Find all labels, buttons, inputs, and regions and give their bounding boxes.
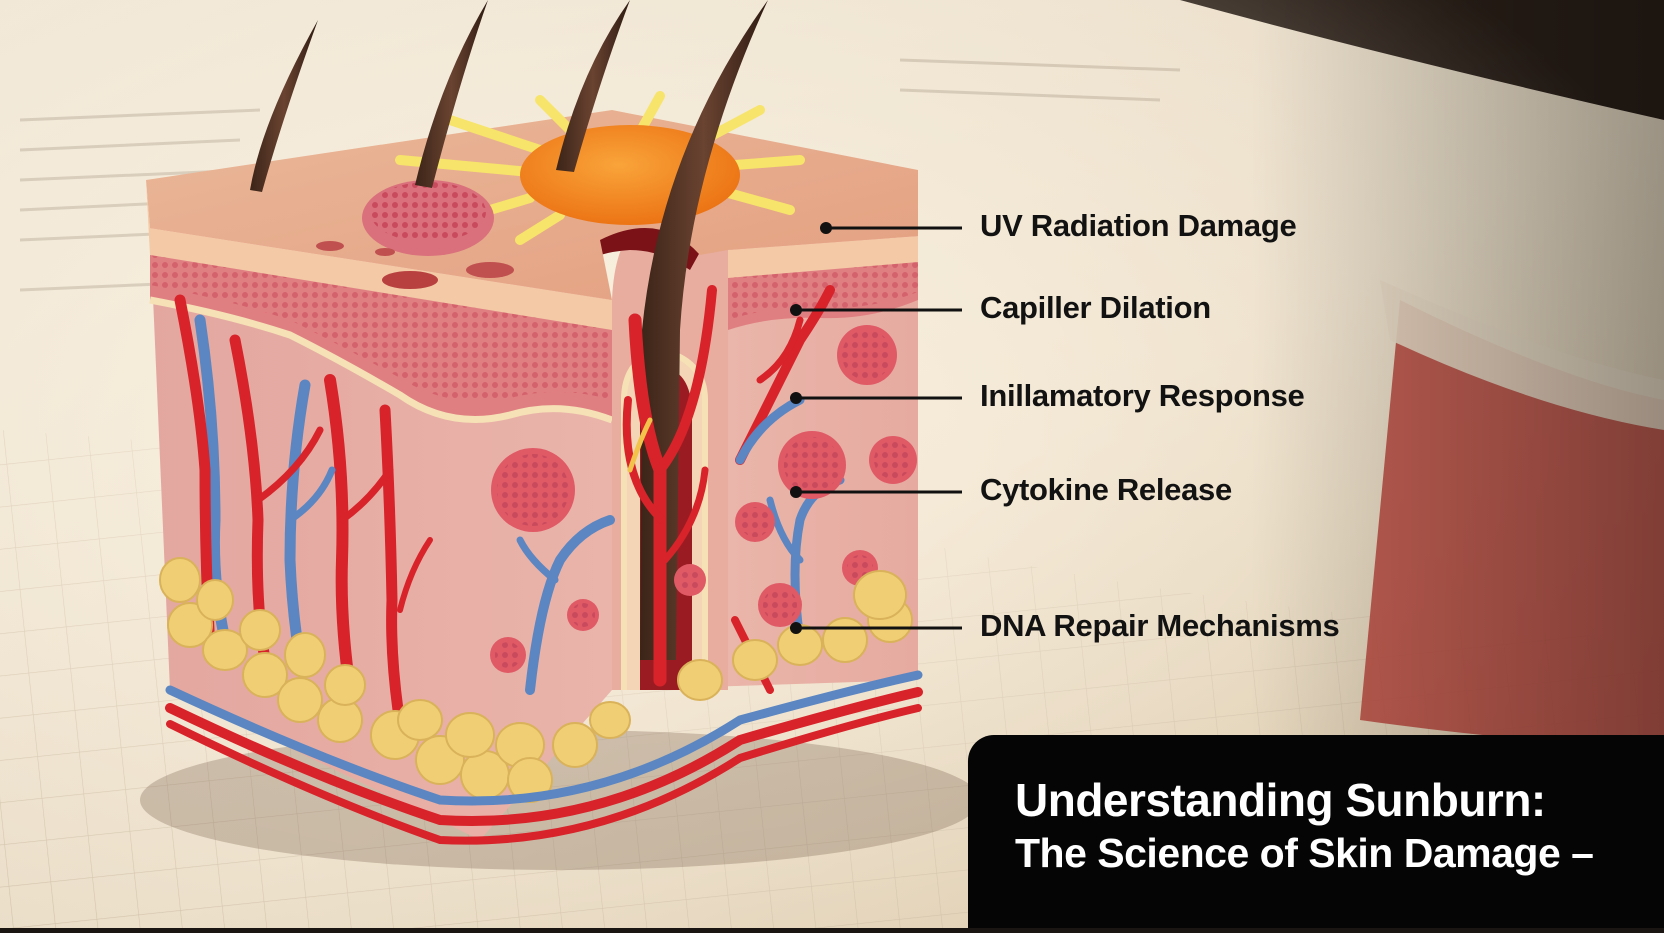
basement-membrane-left — [149, 296, 614, 424]
title-panel: Understanding Sunburn: The Science of Sk… — [968, 735, 1664, 928]
label-text: UV Radiation Damage — [980, 208, 1297, 243]
blood-vessels-follicle — [622, 285, 717, 687]
pore-cluster — [316, 180, 514, 289]
label-dna-repair-mechanisms: DNA Repair Mechanisms — [966, 608, 1340, 644]
label-text: DNA Repair Mechanisms — [980, 608, 1340, 643]
label-text: Inillamatory Response — [980, 378, 1305, 413]
label-text: Capiller Dilation — [980, 290, 1211, 325]
label-capillary-dilation: Capiller Dilation — [966, 290, 1211, 326]
label-cytokine-release: Cytokine Release — [966, 472, 1232, 508]
label-inflammatory-response: Inillamatory Response — [966, 378, 1305, 414]
leader-dots — [790, 222, 832, 634]
leader-lines — [796, 226, 962, 630]
stratum-corneum-edge-right — [728, 236, 918, 278]
title-line-2: The Science of Skin Damage – — [1015, 830, 1594, 876]
stratum-corneum-edge-left — [146, 180, 612, 330]
deep-vessel-bands — [165, 670, 923, 845]
title-line-1: Understanding Sunburn: — [1015, 774, 1546, 826]
subcutaneous-fat — [159, 557, 913, 803]
label-uv-radiation-damage: UV Radiation Damage — [966, 208, 1297, 244]
epidermis-texture-left — [150, 245, 612, 402]
hair-strands — [250, 0, 768, 660]
inflammatory-cells — [490, 325, 917, 673]
label-text: Cytokine Release — [980, 472, 1232, 507]
